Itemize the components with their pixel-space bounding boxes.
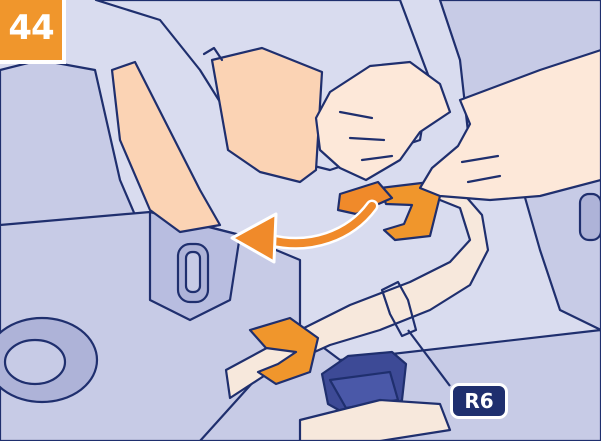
shoulder-pad-folded (212, 48, 322, 182)
seat-slot-right (580, 194, 601, 240)
step-number-badge: 44 (0, 0, 66, 64)
part-callout-label: R6 (450, 383, 508, 419)
